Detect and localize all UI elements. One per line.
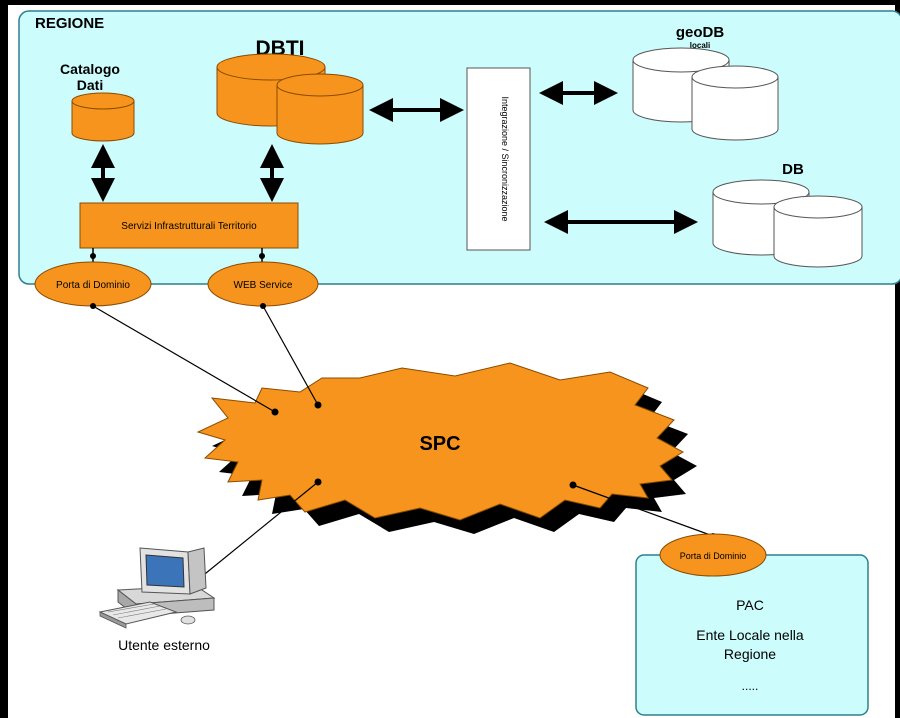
connector-dot — [271, 408, 279, 416]
geodb-sublabel: locali — [690, 41, 710, 50]
pac-title: PAC — [736, 597, 764, 613]
catalogo-label-line2: Dati — [77, 77, 103, 93]
connector-dot — [90, 253, 96, 259]
link-web-spc — [262, 305, 319, 406]
connector-dot — [90, 303, 96, 309]
integrazione-label: Integrazione / Sincronizzazione — [500, 96, 510, 221]
servizi-box — [79, 202, 299, 249]
web-service-label: WEB Service — [234, 280, 293, 291]
dbti-cylinders — [216, 53, 364, 145]
link-spc-pac — [572, 484, 714, 537]
connector-dot — [260, 303, 266, 309]
integrazione-box — [466, 67, 531, 251]
connector-dot — [569, 481, 577, 489]
frame-right — [895, 0, 900, 718]
pac-line2: Regione — [724, 646, 776, 662]
db-cylinders — [712, 179, 863, 268]
spc-label: SPC — [419, 433, 460, 455]
connector-dot — [259, 253, 265, 259]
porta-dominio-regione-label: Porta di Dominio — [56, 280, 130, 291]
connector-dot — [314, 401, 322, 409]
db-label: DB — [782, 161, 804, 178]
geodb-label: geoDB — [676, 24, 725, 41]
utente-label: Utente esterno — [118, 637, 210, 653]
computer-icon — [98, 547, 216, 629]
frame-top — [0, 0, 900, 5]
link-porta-spc — [92, 305, 276, 413]
frame-left — [0, 0, 8, 718]
servizi-label: Servizi Infrastrutturali Territorio — [121, 221, 257, 232]
connector-dot — [314, 478, 322, 486]
link-spc-utente — [194, 481, 319, 583]
geodb-cylinders — [632, 47, 779, 141]
porta-dominio-pac — [659, 533, 767, 577]
regione-title: REGIONE — [35, 15, 104, 32]
catalogo-dati-cylinder — [71, 92, 135, 142]
pac-ellipsis: ..... — [742, 679, 759, 693]
pac-line1: Ente Locale nella — [696, 627, 804, 643]
porta-dominio-pac-label: Porta di Dominio — [680, 551, 747, 561]
catalogo-label-line1: Catalogo — [60, 61, 120, 77]
